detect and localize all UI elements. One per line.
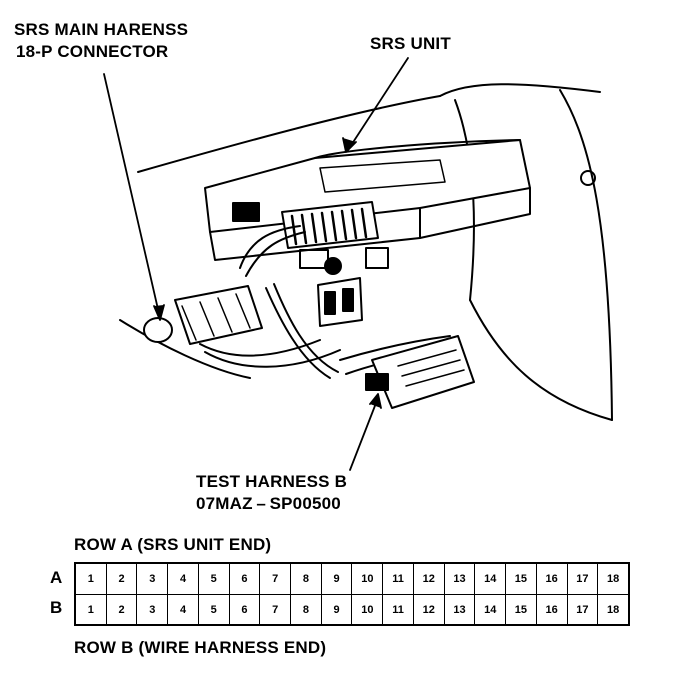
pin-a-10: 10	[352, 564, 384, 594]
test-harness-label-line2: 07MAZ – SP00500	[196, 494, 341, 513]
pin-a-8: 8	[291, 564, 322, 594]
pin-a-16: 16	[537, 564, 568, 594]
row-a-letter: A	[50, 568, 63, 587]
pin-b-13: 13	[445, 595, 476, 625]
row-a-caption: ROW A (SRS UNIT END)	[74, 535, 272, 554]
pin-b-9: 9	[322, 595, 353, 625]
row-b-letter: B	[50, 598, 63, 617]
pin-b-18: 18	[606, 604, 620, 616]
pin-a-11: 11	[383, 564, 414, 594]
pin-a-15: 15	[506, 564, 537, 594]
srs-unit-label: SRS UNIT	[370, 34, 451, 53]
pin-b-14: 14	[475, 595, 507, 625]
pin-b-6: 6	[230, 595, 261, 625]
pin-a-4: 4	[168, 564, 199, 594]
pin-b-3: 3	[137, 595, 169, 625]
pin-b-4: 4	[168, 595, 199, 625]
pin-b-10: 10	[352, 595, 384, 625]
pin-a-2: 2	[107, 564, 138, 594]
pin-a-17: 17	[568, 564, 599, 594]
pin-b-15: 15	[506, 595, 537, 625]
row-b-caption: ROW B (WIRE HARNESS END)	[74, 638, 327, 657]
pin-a-18: 18	[606, 573, 620, 585]
pin-a-5: 5	[199, 564, 230, 594]
pin-b-12: 12	[414, 595, 445, 625]
pin-a-13: 13	[445, 564, 476, 594]
pin-b-16: 16	[537, 595, 568, 625]
pin-b-1: 1	[76, 595, 107, 625]
pin-b-17: 17	[568, 595, 599, 625]
srs-unit-box	[204, 139, 531, 261]
pin-b-2: 2	[107, 595, 138, 625]
pin-a-12: 12	[414, 564, 445, 594]
pin-a-9: 9	[322, 564, 353, 594]
srs-unit-illustration	[103, 57, 613, 471]
pin-b-11: 11	[383, 595, 414, 625]
pin-b-5: 5	[199, 595, 230, 625]
pin-a-14: 14	[475, 564, 507, 594]
pin-a-3: 3	[137, 564, 169, 594]
pin-a-1: 1	[76, 564, 107, 594]
leader-lines	[103, 57, 409, 471]
test-harness-plug	[339, 335, 475, 409]
main-harness-label-line1: SRS MAIN HARENSS	[14, 20, 189, 39]
pin-b-8: 8	[291, 595, 322, 625]
main-harness-label-line2: 18-P CONNECTOR	[16, 42, 169, 61]
test-harness-label-line1: TEST HARNESS B	[196, 472, 348, 491]
pin-a-7: 7	[260, 564, 292, 594]
main-harness-connector	[143, 225, 341, 379]
unit-connector	[281, 201, 389, 327]
pin-a-6: 6	[230, 564, 261, 594]
pin-b-7: 7	[260, 595, 292, 625]
dashboard-panel	[119, 83, 613, 421]
